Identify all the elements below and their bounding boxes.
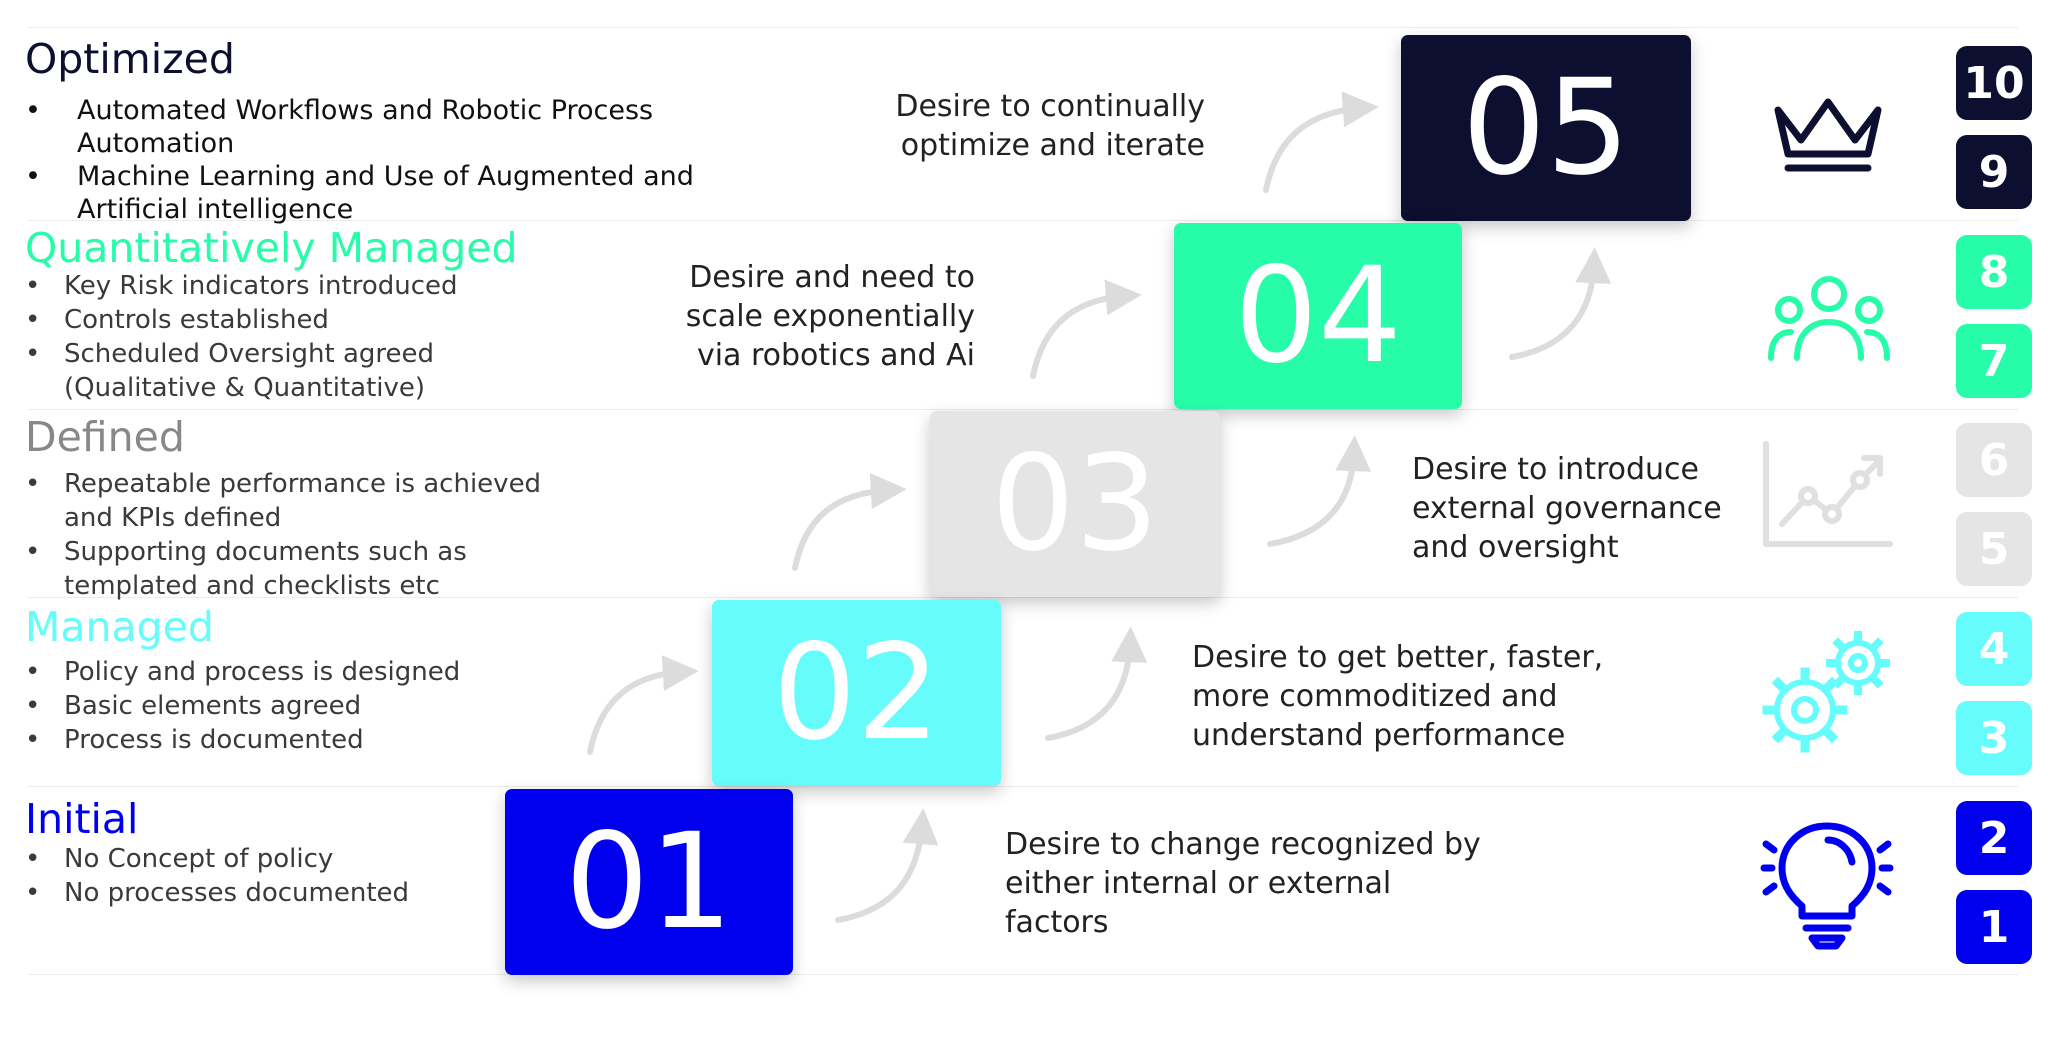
level-badge-5: 5	[1956, 512, 2032, 586]
list-item: Basic elements agreed	[25, 689, 545, 723]
level-badge-6: 6	[1956, 423, 2032, 497]
arrow-into-04	[1030, 279, 1142, 379]
arrow-up-04	[1509, 247, 1612, 360]
desire-text-managed: Desire to get better, faster, more commo…	[1192, 640, 1604, 753]
list-item: Machine Learning and Use of Augmented an…	[25, 160, 745, 226]
initial-bullets: No Concept of policy No processes docume…	[25, 842, 505, 910]
level-badge-9: 9	[1956, 135, 2032, 209]
desire-text-initial: Desire to change recognized by either in…	[1005, 827, 1481, 940]
arrow-into-02	[587, 655, 699, 755]
row-divider	[28, 409, 2018, 410]
gears-icon	[1762, 631, 1890, 753]
row-divider	[28, 974, 2018, 975]
list-item: No Concept of policy	[25, 842, 505, 876]
step-box-04: 04	[1174, 223, 1462, 409]
level-title-optimized: Optimized	[25, 35, 235, 83]
list-item: Process is documented	[25, 723, 545, 757]
users-icon	[1768, 276, 1890, 361]
level-badge-10: 10	[1956, 46, 2032, 120]
list-item: Key Risk indicators introduced	[25, 269, 495, 303]
row-divider	[28, 597, 2018, 598]
level-badge-3: 3	[1956, 701, 2032, 775]
step-box-01: 01	[505, 789, 793, 975]
level-badge-8: 8	[1956, 235, 2032, 309]
list-item: Scheduled Oversight agreed (Qualitative …	[25, 337, 495, 405]
level-badge-1: 1	[1956, 890, 2032, 964]
step-box-05: 05	[1401, 35, 1691, 221]
arrow-up-02	[1045, 626, 1148, 741]
arrow-into-05	[1263, 91, 1379, 193]
arrow-up-01	[835, 808, 939, 923]
quantitative-bullets: Key Risk indicators introduced Controls …	[25, 269, 495, 405]
level-title-initial: Initial	[25, 795, 139, 843]
line-chart-icon	[1763, 441, 1893, 547]
desire-text-defined: Desire to introduce external governance …	[1412, 452, 1722, 565]
list-item: Automated Workflows and Robotic Process …	[25, 94, 745, 160]
row-divider	[28, 220, 2018, 221]
list-item: No processes documented	[25, 876, 505, 910]
list-item: Repeatable performance is achieved and K…	[25, 467, 595, 535]
arrow-up-03	[1267, 435, 1372, 547]
step-box-03: 03	[930, 411, 1220, 597]
managed-bullets: Policy and process is designed Basic ele…	[25, 655, 545, 757]
defined-bullets: Repeatable performance is achieved and K…	[25, 467, 595, 603]
level-title-quantitatively-managed: Quantitatively Managed	[25, 224, 518, 272]
row-divider	[28, 27, 2018, 28]
list-item: Policy and process is designed	[25, 655, 545, 689]
level-badge-4: 4	[1956, 612, 2032, 686]
arrow-into-03	[792, 473, 907, 571]
row-divider	[28, 786, 2018, 787]
level-badge-2: 2	[1956, 801, 2032, 875]
desire-text-optimized: Desire to continually optimize and itera…	[895, 89, 1205, 163]
desire-text-quantitative: Desire and need to scale exponentially v…	[685, 260, 975, 373]
level-badge-7: 7	[1956, 324, 2032, 398]
lightbulb-icon	[1760, 822, 1894, 950]
list-item: Controls established	[25, 303, 495, 337]
crown-icon	[1774, 98, 1882, 172]
level-title-defined: Defined	[25, 413, 185, 461]
list-item: Supporting documents such as templated a…	[25, 535, 595, 603]
level-title-managed: Managed	[25, 603, 214, 651]
optimized-bullets: Automated Workflows and Robotic Process …	[25, 94, 745, 226]
step-box-02: 02	[712, 600, 1001, 786]
